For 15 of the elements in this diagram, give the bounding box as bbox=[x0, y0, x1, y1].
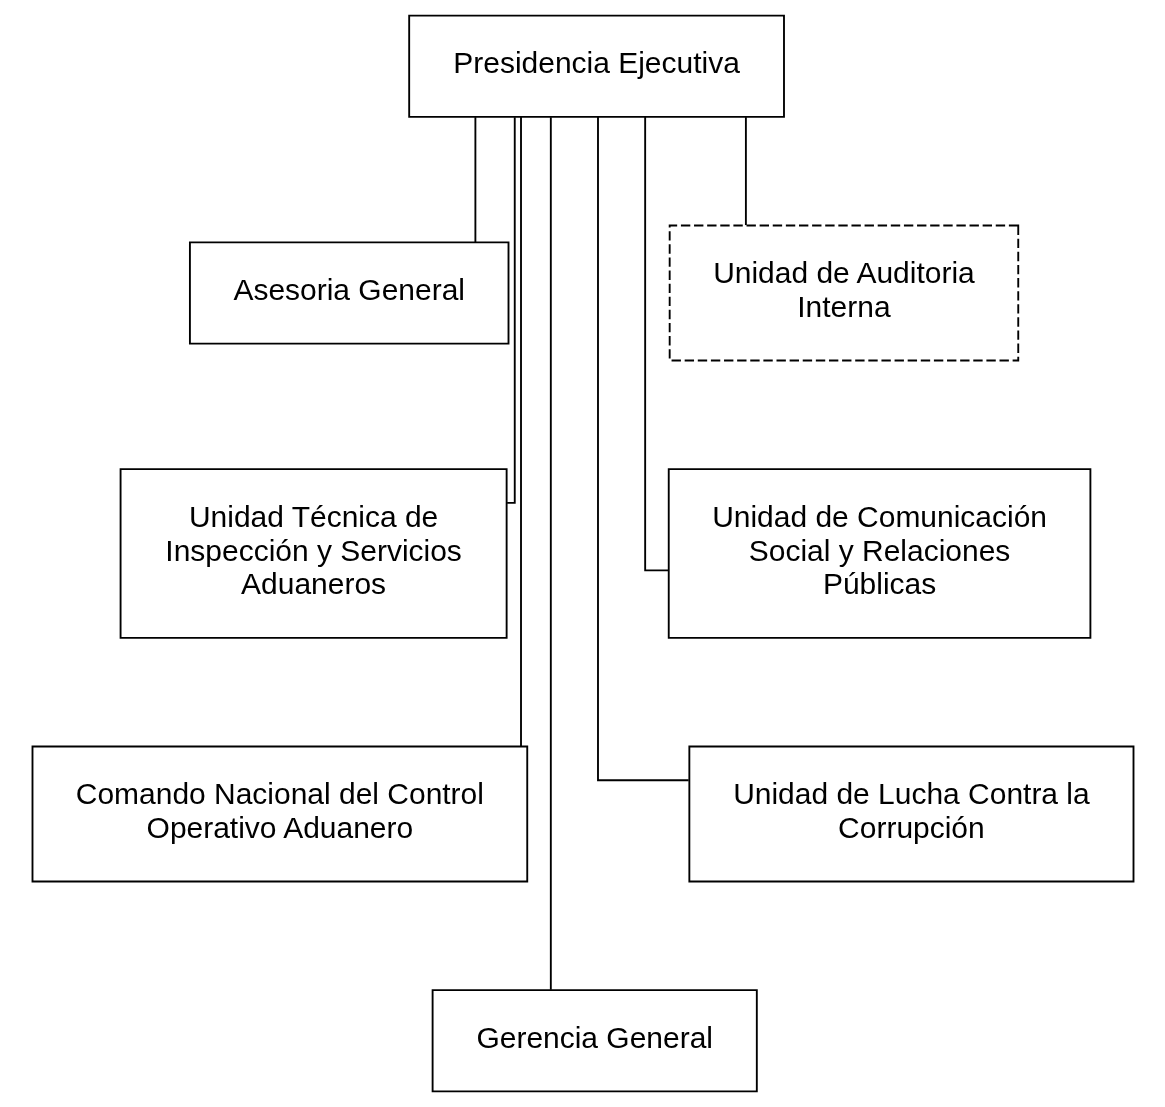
node-box: Gerencia General bbox=[431, 989, 758, 1093]
node-box: Comando Nacional del Control Operativo Aduanero bbox=[31, 745, 528, 883]
node-box: Unidad de Lucha Contra la Corrupción bbox=[687, 745, 1134, 883]
node-box: Unidad Técnica de Inspección y Servicios Aduaneros bbox=[119, 468, 508, 639]
connector bbox=[549, 116, 552, 991]
node-box: Unidad de Auditoria Interna bbox=[668, 224, 1019, 362]
node-box: Unidad de Comunicación Social y Relaciones Públicas bbox=[667, 468, 1091, 639]
node-box: Asesoria General bbox=[188, 241, 509, 345]
connector bbox=[596, 116, 690, 782]
node-box: Presidencia Ejecutiva bbox=[407, 14, 785, 118]
connector bbox=[473, 116, 476, 244]
connector bbox=[744, 116, 747, 226]
connector bbox=[643, 115, 669, 572]
connector bbox=[505, 116, 516, 504]
connector bbox=[519, 116, 522, 748]
